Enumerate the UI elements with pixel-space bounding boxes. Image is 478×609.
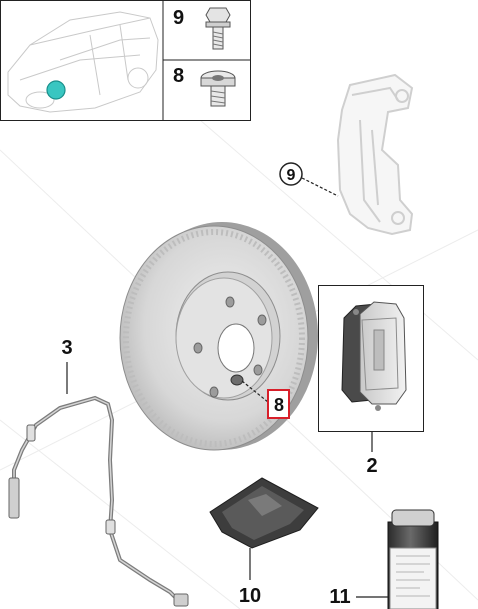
bolt-thumbnail-icon[interactable] — [205, 7, 231, 50]
svg-text:3: 3 — [61, 337, 72, 359]
svg-text:2: 2 — [366, 455, 377, 477]
brake-pads-box[interactable] — [318, 285, 424, 432]
location-dot — [46, 80, 66, 100]
brake-disc[interactable] — [119, 222, 318, 451]
thumbnail-number-8: 8 — [173, 65, 184, 87]
callout-11[interactable]: 11 — [329, 586, 388, 608]
callout-10[interactable]: 10 — [239, 548, 261, 607]
screw-thumbnail-icon[interactable] — [200, 70, 236, 107]
svg-text:10: 10 — [239, 585, 261, 607]
grease-sachet[interactable] — [209, 477, 319, 549]
brake-cleaner-spray[interactable] — [387, 509, 439, 609]
lug-holes — [193, 296, 267, 398]
callout-8[interactable]: 8 — [241, 380, 290, 419]
thumbnail-panel: 9 8 — [0, 0, 251, 121]
callout-9[interactable]: 9 — [279, 162, 339, 197]
svg-text:9: 9 — [287, 167, 296, 184]
brake-pad-wear-sensor[interactable] — [8, 395, 189, 607]
thumbnail-number-9: 9 — [173, 7, 184, 29]
brake-caliper-carrier[interactable] — [336, 73, 414, 236]
callout-3[interactable]: 3 — [61, 337, 73, 394]
brake-pads-set — [341, 301, 407, 411]
svg-text:8: 8 — [274, 395, 284, 415]
vehicle-location-icon — [7, 11, 159, 113]
highlight-box — [267, 389, 290, 419]
callout-2[interactable]: 2 — [366, 432, 378, 477]
svg-text:11: 11 — [329, 586, 350, 608]
